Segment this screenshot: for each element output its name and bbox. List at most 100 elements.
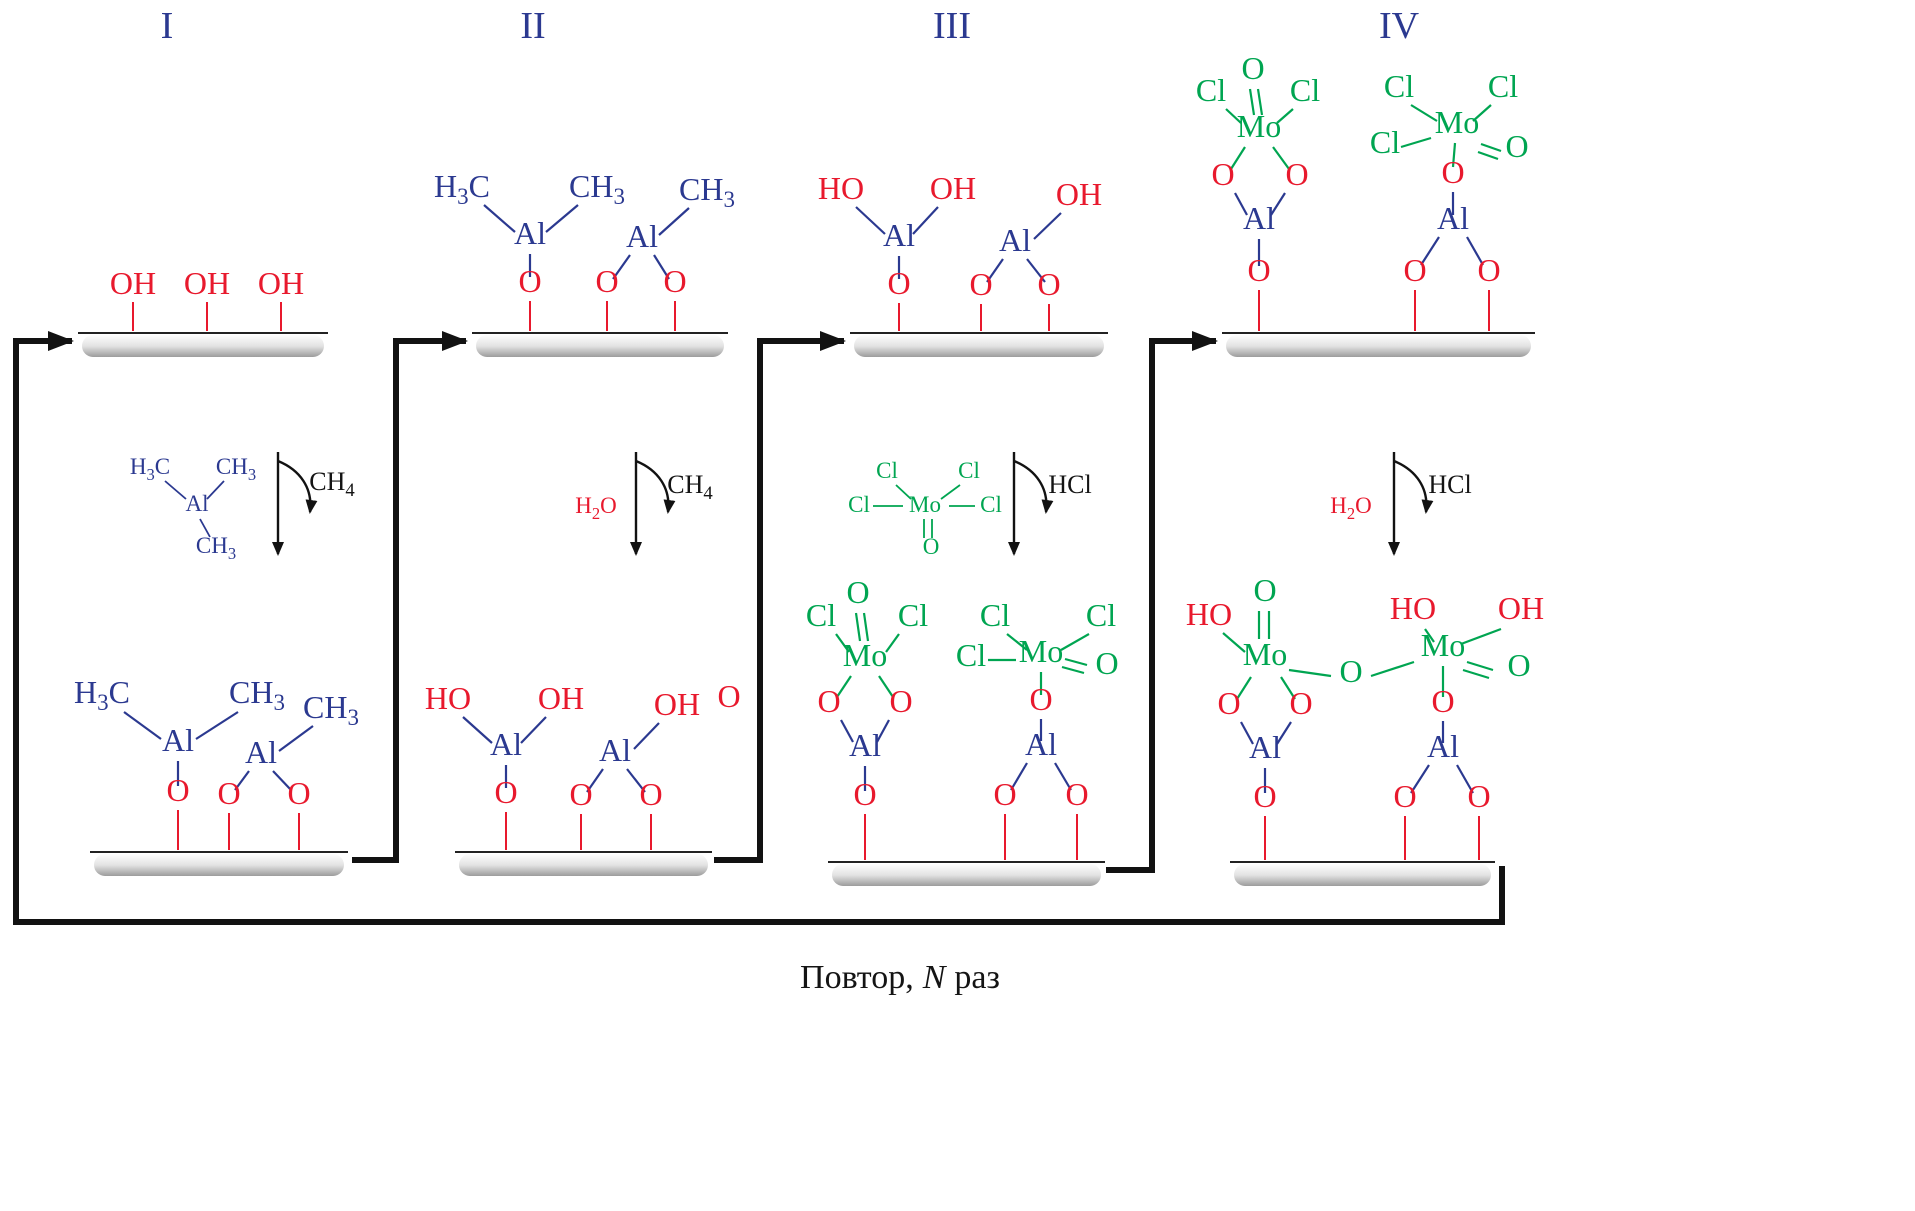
methyl-label: H3C xyxy=(130,454,170,484)
bond xyxy=(633,722,660,750)
step3-to-step4-arrow xyxy=(1106,331,1218,873)
hydroxyl-label: OH xyxy=(538,680,584,716)
bond xyxy=(164,480,187,500)
bond xyxy=(1276,108,1294,124)
hydroxyl-label: HO xyxy=(1390,590,1436,626)
bond xyxy=(1236,676,1252,700)
chlorine-label: Cl xyxy=(1384,68,1414,104)
aluminum-label: Al xyxy=(1249,729,1281,765)
step1-to-step2-arrow xyxy=(352,331,468,863)
chlorine-label: Cl xyxy=(958,458,980,483)
bond xyxy=(462,716,493,744)
bond xyxy=(272,770,292,791)
hcl-label: HCl xyxy=(1048,470,1091,499)
bond xyxy=(1410,764,1430,794)
bond xyxy=(1222,632,1246,653)
bond xyxy=(1026,258,1046,283)
roman-numeral: IV xyxy=(1379,5,1420,47)
bond xyxy=(626,768,646,793)
roman-numeral: II xyxy=(520,5,545,47)
molybdenum-label: Mo xyxy=(843,637,887,673)
aluminum-label: Al xyxy=(186,491,209,516)
methyl-label: CH3 xyxy=(216,454,256,484)
bond xyxy=(520,716,547,744)
bond xyxy=(1451,142,1457,168)
chlorine-label: Cl xyxy=(980,597,1010,633)
chlorine-label: Cl xyxy=(806,597,836,633)
cycle-flow xyxy=(13,331,1505,925)
chlorine-label: Cl xyxy=(956,637,986,673)
col2-top-surface: H3C CH3 Al O CH3 Al O O xyxy=(434,168,735,331)
oxygen-label: O xyxy=(1393,778,1416,814)
bond xyxy=(206,480,225,500)
oxygen-label: O xyxy=(993,776,1016,812)
double-bond xyxy=(1064,657,1088,667)
double-bond xyxy=(854,612,862,642)
oxygen-label: O xyxy=(1441,154,1464,190)
aluminum-label: Al xyxy=(1025,726,1057,762)
oxygen-label: O xyxy=(1467,778,1490,814)
bond xyxy=(545,204,579,233)
double-bond xyxy=(1466,660,1494,672)
methyl-label: CH3 xyxy=(229,674,285,715)
oxygen-label: O xyxy=(923,534,940,559)
chlorine-label: Cl xyxy=(898,597,928,633)
oxygen-label: O xyxy=(639,776,662,812)
aluminum-label: Al xyxy=(245,734,277,770)
oxygen-label: O xyxy=(569,776,592,812)
byproduct-arrow xyxy=(277,459,318,514)
step2-to-step3-arrow xyxy=(714,331,846,863)
molybdenum-label: Mo xyxy=(1435,104,1479,140)
aluminum-label: Al xyxy=(883,217,915,253)
bond xyxy=(1225,108,1242,124)
hcl-label: HCl xyxy=(1428,470,1471,499)
chlorine-label: Cl xyxy=(1370,124,1400,160)
bond xyxy=(836,675,852,698)
double-bond xyxy=(862,612,870,642)
hydroxyl-label: HO xyxy=(1186,596,1232,632)
bond xyxy=(912,206,939,235)
hydroxyl-label: OH xyxy=(184,265,230,301)
oxygen-label: O xyxy=(1037,266,1060,302)
substrate-bar xyxy=(78,332,328,357)
oxygen-label: O xyxy=(853,776,876,812)
bond xyxy=(840,719,854,743)
oxygen-label: O xyxy=(663,263,686,299)
oxygen-label: O xyxy=(1285,156,1308,192)
oxygen-label: O xyxy=(494,774,517,810)
hydroxyl-label: OH xyxy=(1056,176,1102,212)
substrate-bar xyxy=(90,851,348,876)
bond xyxy=(1240,721,1254,745)
oxygen-label: O xyxy=(887,265,910,301)
aluminum-label: Al xyxy=(490,726,522,762)
column-headers: I II III IV xyxy=(161,5,1420,47)
oxygen-label: O xyxy=(217,775,240,811)
bond xyxy=(1370,660,1415,678)
chlorine-label: Cl xyxy=(1086,597,1116,633)
col4-top-surface: O Mo Cl Cl O O Al O Cl Cl Cl Mo O O Al O xyxy=(1196,50,1529,331)
oxygen-label: O xyxy=(1507,647,1530,683)
oxygen-label: O xyxy=(1029,681,1052,717)
col1-reaction: H3C CH3 Al CH3 CH4 xyxy=(130,452,355,563)
column-1: OH OH OH H3C CH3 Al CH3 CH4 H3C CH3 Al O… xyxy=(74,265,359,850)
aluminum-label: Al xyxy=(1243,200,1275,236)
chlorine-label: Cl xyxy=(876,458,898,483)
roman-numeral: III xyxy=(933,5,971,47)
bond xyxy=(1420,236,1440,266)
methane-label: CH4 xyxy=(309,467,355,501)
bond xyxy=(586,768,604,793)
bond xyxy=(1456,764,1474,794)
bond xyxy=(1472,104,1492,122)
oxygen-label: O xyxy=(1211,156,1234,192)
chlorine-label: Cl xyxy=(1196,72,1226,108)
bond xyxy=(1230,146,1246,170)
double-bond xyxy=(1256,88,1264,116)
bond xyxy=(1272,146,1290,170)
aluminum-label: Al xyxy=(1437,200,1469,236)
aluminum-label: Al xyxy=(599,732,631,768)
byproduct-arrow xyxy=(635,459,676,514)
col4-reaction: H2O HCl xyxy=(1330,452,1472,556)
col3-top-surface: HO OH Al O OH Al O O xyxy=(818,170,1102,331)
oxygen-label: O xyxy=(969,266,992,302)
